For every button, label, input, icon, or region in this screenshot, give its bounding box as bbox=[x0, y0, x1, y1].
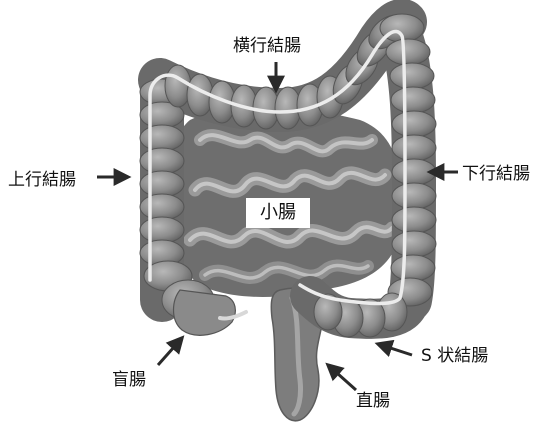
arrow-cecum bbox=[158, 338, 182, 365]
label-transverse-colon: 横行結腸 bbox=[233, 38, 301, 55]
label-small-intestine: 小腸 bbox=[246, 198, 310, 228]
label-descending-colon: 下行結腸 bbox=[462, 166, 530, 183]
arrow-rectum bbox=[328, 365, 356, 390]
label-rectum: 直腸 bbox=[356, 393, 390, 410]
label-cecum: 盲腸 bbox=[112, 372, 146, 389]
arrow-sigmoid bbox=[378, 344, 412, 355]
label-ascending-colon: 上行結腸 bbox=[8, 172, 76, 189]
label-sigmoid-colon: S 状結腸 bbox=[421, 348, 488, 365]
